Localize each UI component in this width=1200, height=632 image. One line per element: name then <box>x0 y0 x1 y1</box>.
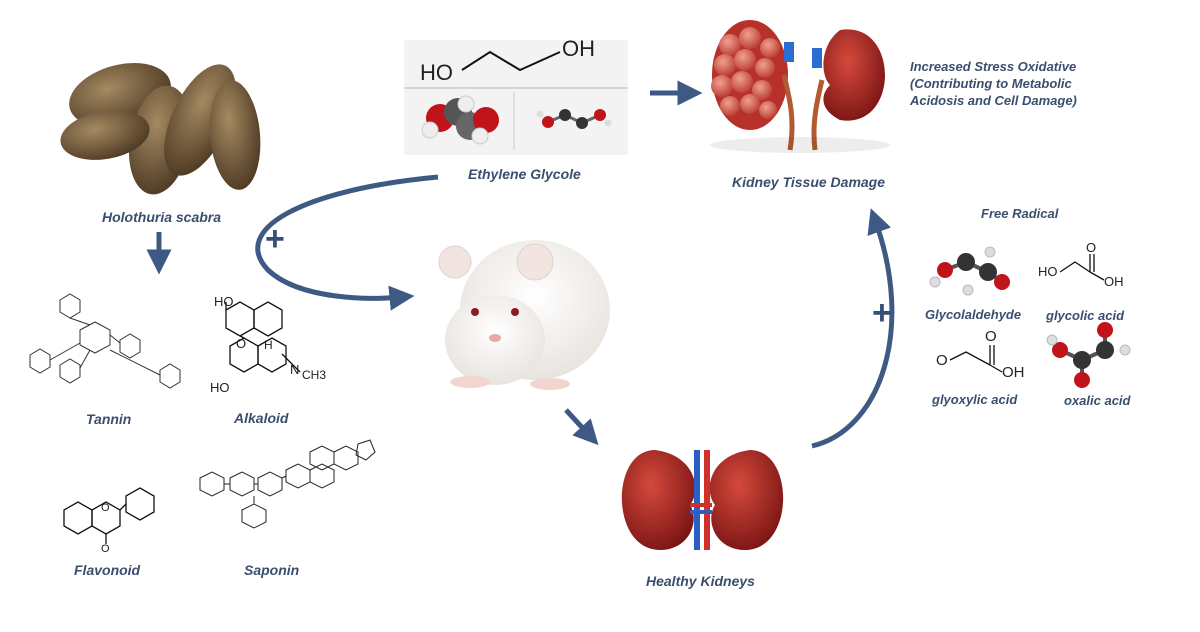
alkaloid-o: O <box>236 336 247 351</box>
flavonoid-o-carbonyl: O <box>101 543 110 555</box>
plus-sign-left: + <box>265 220 285 258</box>
arrow-eg-to-mouse <box>255 174 439 311</box>
glyoxylic-oh: OH <box>1002 364 1025 381</box>
mouse-image <box>438 240 610 390</box>
glycolic-oh: OH <box>1104 274 1124 289</box>
alkaloid-ho-top: HO <box>214 294 234 309</box>
alkaloid-structure <box>225 301 301 373</box>
glyoxylic-acid-structure <box>949 345 1003 373</box>
oxalic-acid-model <box>1046 322 1131 388</box>
label-glycolaldehyde: Glycolaldehyde <box>925 307 1022 322</box>
healthy-kidney-image <box>621 450 784 550</box>
label-holothuria: Holothuria scabra <box>102 209 222 225</box>
label-kidney-damage: Kidney Tissue Damage <box>732 174 886 190</box>
alkaloid-n: N <box>290 362 300 377</box>
label-saponin: Saponin <box>244 562 300 578</box>
label-glyoxylic-acid: glyoxylic acid <box>932 392 1018 407</box>
glycolaldehyde-model <box>929 246 1010 296</box>
label-alkaloid: Alkaloid <box>234 410 289 426</box>
glycolic-ho: HO <box>1038 264 1058 279</box>
stress-note-line-1: Increased Stress Oxidative <box>910 59 1077 74</box>
stress-note-line-2: (Contributing to Metabolic <box>910 76 1072 91</box>
alkaloid-h: H <box>264 338 273 352</box>
label-oxalic-acid: oxalic acid <box>1064 393 1131 408</box>
tannin-structure <box>29 293 181 389</box>
arrow-mouse-to-kidneys <box>564 408 599 446</box>
label-tannin: Tannin <box>86 411 132 427</box>
alkaloid-ho-bottom: HO <box>210 380 230 395</box>
eg-formula-ho: HO <box>420 60 453 85</box>
arrow-healthy-to-damaged <box>811 208 895 449</box>
glycolic-o: O <box>1086 240 1097 255</box>
saponin-structure <box>199 439 376 529</box>
sea-cucumber-image <box>60 63 261 195</box>
flavonoid-structure <box>63 487 155 544</box>
glyoxylic-o-top: O <box>985 328 997 345</box>
label-glycolic-acid: glycolic acid <box>1046 308 1125 323</box>
glyoxylic-o-left: O <box>936 352 948 369</box>
plus-sign-right: + <box>872 294 892 332</box>
glycolic-acid-structure <box>1059 254 1105 281</box>
stress-note-line-3: Acidosis and Cell Damage) <box>910 93 1077 108</box>
flavonoid-o-ring: O <box>101 502 110 514</box>
label-ethylene-glycole: Ethylene Glycole <box>468 166 581 182</box>
ethylene-glycol-card <box>404 40 628 155</box>
label-flavonoid: Flavonoid <box>74 562 141 578</box>
label-healthy-kidneys: Healthy Kidneys <box>646 573 755 589</box>
stress-note: Increased Stress Oxidative (Contributing… <box>910 58 1077 109</box>
eg-formula-oh: OH <box>562 36 595 61</box>
flow-arrows <box>146 80 895 449</box>
label-free-radical: Free Radical <box>981 206 1059 221</box>
alkaloid-ch3: CH3 <box>302 368 327 382</box>
damaged-kidney-image <box>710 20 890 153</box>
